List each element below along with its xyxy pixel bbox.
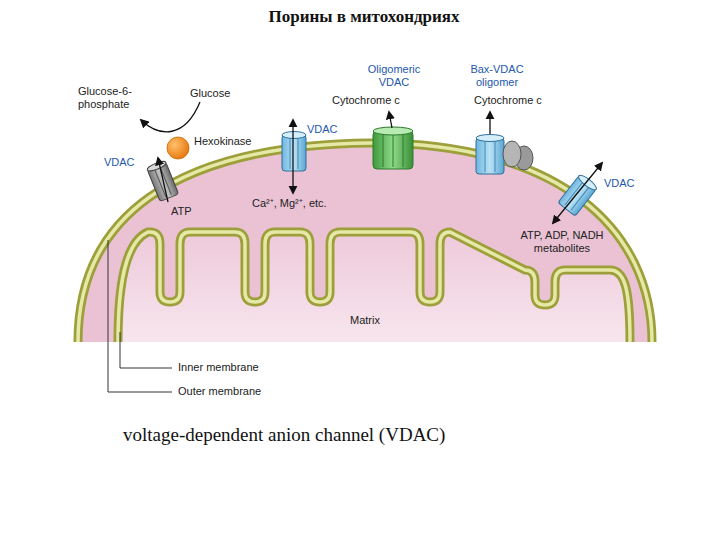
cytochrome-arrow [389, 112, 392, 128]
outer-membrane-core [78, 143, 652, 342]
part-label: Inner membrane [178, 361, 259, 374]
metabolite-label: ATP, ADP, NADH metabolites [506, 229, 618, 255]
caption: voltage-dependent anion channel (VDAC) [123, 424, 563, 447]
bax-vdac-oligomer [476, 135, 533, 175]
leader-line [120, 332, 172, 368]
channel-label: Bax-VDAC oligomer [460, 63, 534, 89]
atp-arrow [158, 158, 168, 202]
vdac-channel-blue [282, 132, 306, 172]
cytochrome-arrow [489, 112, 490, 134]
membranes [78, 143, 652, 342]
channel-label: VDAC [604, 177, 635, 190]
leader-lines [108, 240, 172, 392]
oligomeric-vdac [373, 127, 413, 169]
intermembrane-space [78, 143, 652, 342]
channel-label: VDAC [307, 123, 338, 136]
leader-line [108, 240, 172, 392]
vdac-channel-grey [146, 160, 178, 202]
outer-membrane [78, 143, 652, 342]
metabolite-arrow [553, 163, 602, 223]
region-label: Matrix [350, 314, 380, 327]
slide-title: Порины в митохондриях [4, 7, 720, 27]
part-label: Outer membrane [178, 385, 261, 398]
ion-arrow [292, 120, 293, 193]
protein-label: Cytochrome c [332, 94, 400, 107]
metabolite-label: Glucose-6-phosphate [78, 85, 144, 111]
glucose-arrow [141, 102, 200, 132]
ion-label: Ca²⁺, Mg²⁺, etc. [252, 197, 327, 210]
channel-label: Oligomeric VDAC [353, 63, 435, 89]
metabolite-label: ATP [171, 205, 192, 218]
enzyme-label: Hexokinase [194, 135, 251, 148]
hexokinase-sphere [167, 137, 189, 159]
protein-label: Cytochrome c [474, 94, 542, 107]
flux-arrows [141, 102, 602, 223]
metabolite-label: Glucose [190, 87, 230, 100]
channel-label: VDAC [104, 156, 135, 169]
